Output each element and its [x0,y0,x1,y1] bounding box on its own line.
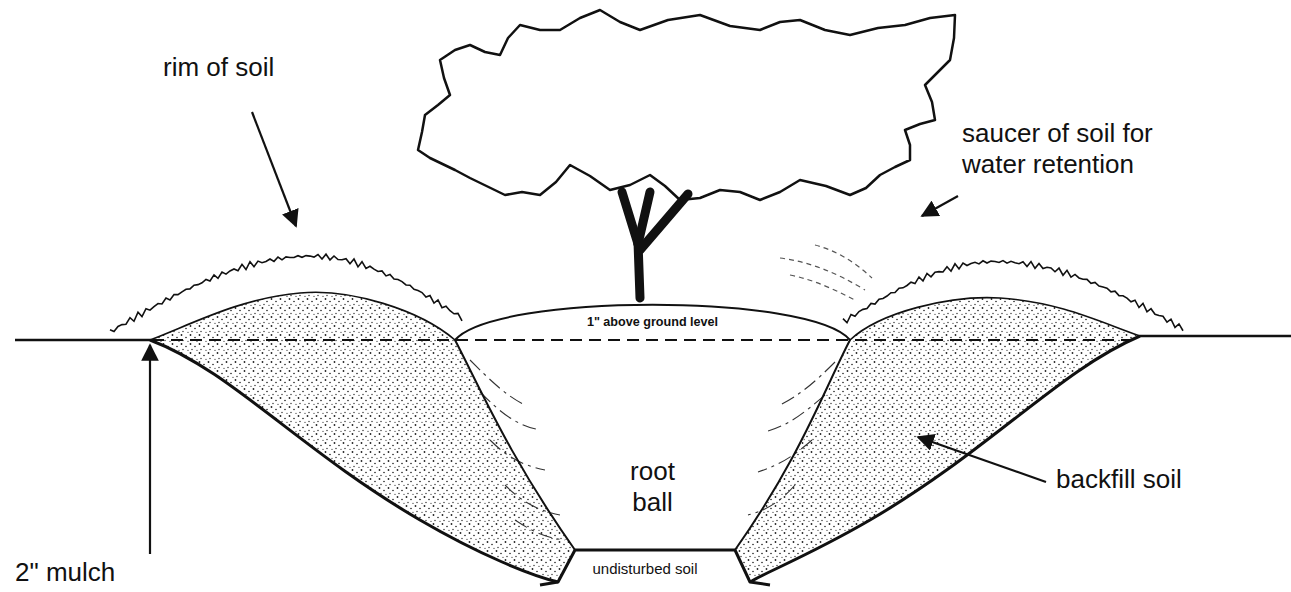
tree-trunk [622,192,688,298]
root-ball-outline-path [455,305,850,550]
callout-label: rim of soil [163,52,274,83]
root-ball: 1" above ground level root ball [455,298,850,550]
soil-label: undisturbed soil [592,560,697,578]
ground-level-note: 1" above ground level [455,315,850,330]
callout-label: 2" mulch [15,557,115,588]
callout-label: saucer of soil for water retention [962,118,1217,180]
undisturbed-soil-outline [540,550,770,585]
pit-outline [150,336,1140,582]
mound-outline-left [150,292,455,340]
mulch-left [110,254,462,331]
root-texture [470,360,835,540]
root-ball-label: root ball [613,456,693,518]
backfill-left [150,292,575,582]
ground-level-dashed-line [152,339,1140,341]
leader-arrows [150,112,1046,554]
ground-line [15,336,1291,340]
mound-outline-right [850,298,1140,340]
callout-label: backfill soil [1056,464,1182,495]
tree-canopy [418,10,955,200]
water-marks [780,245,872,300]
mulch-right [843,261,1183,331]
